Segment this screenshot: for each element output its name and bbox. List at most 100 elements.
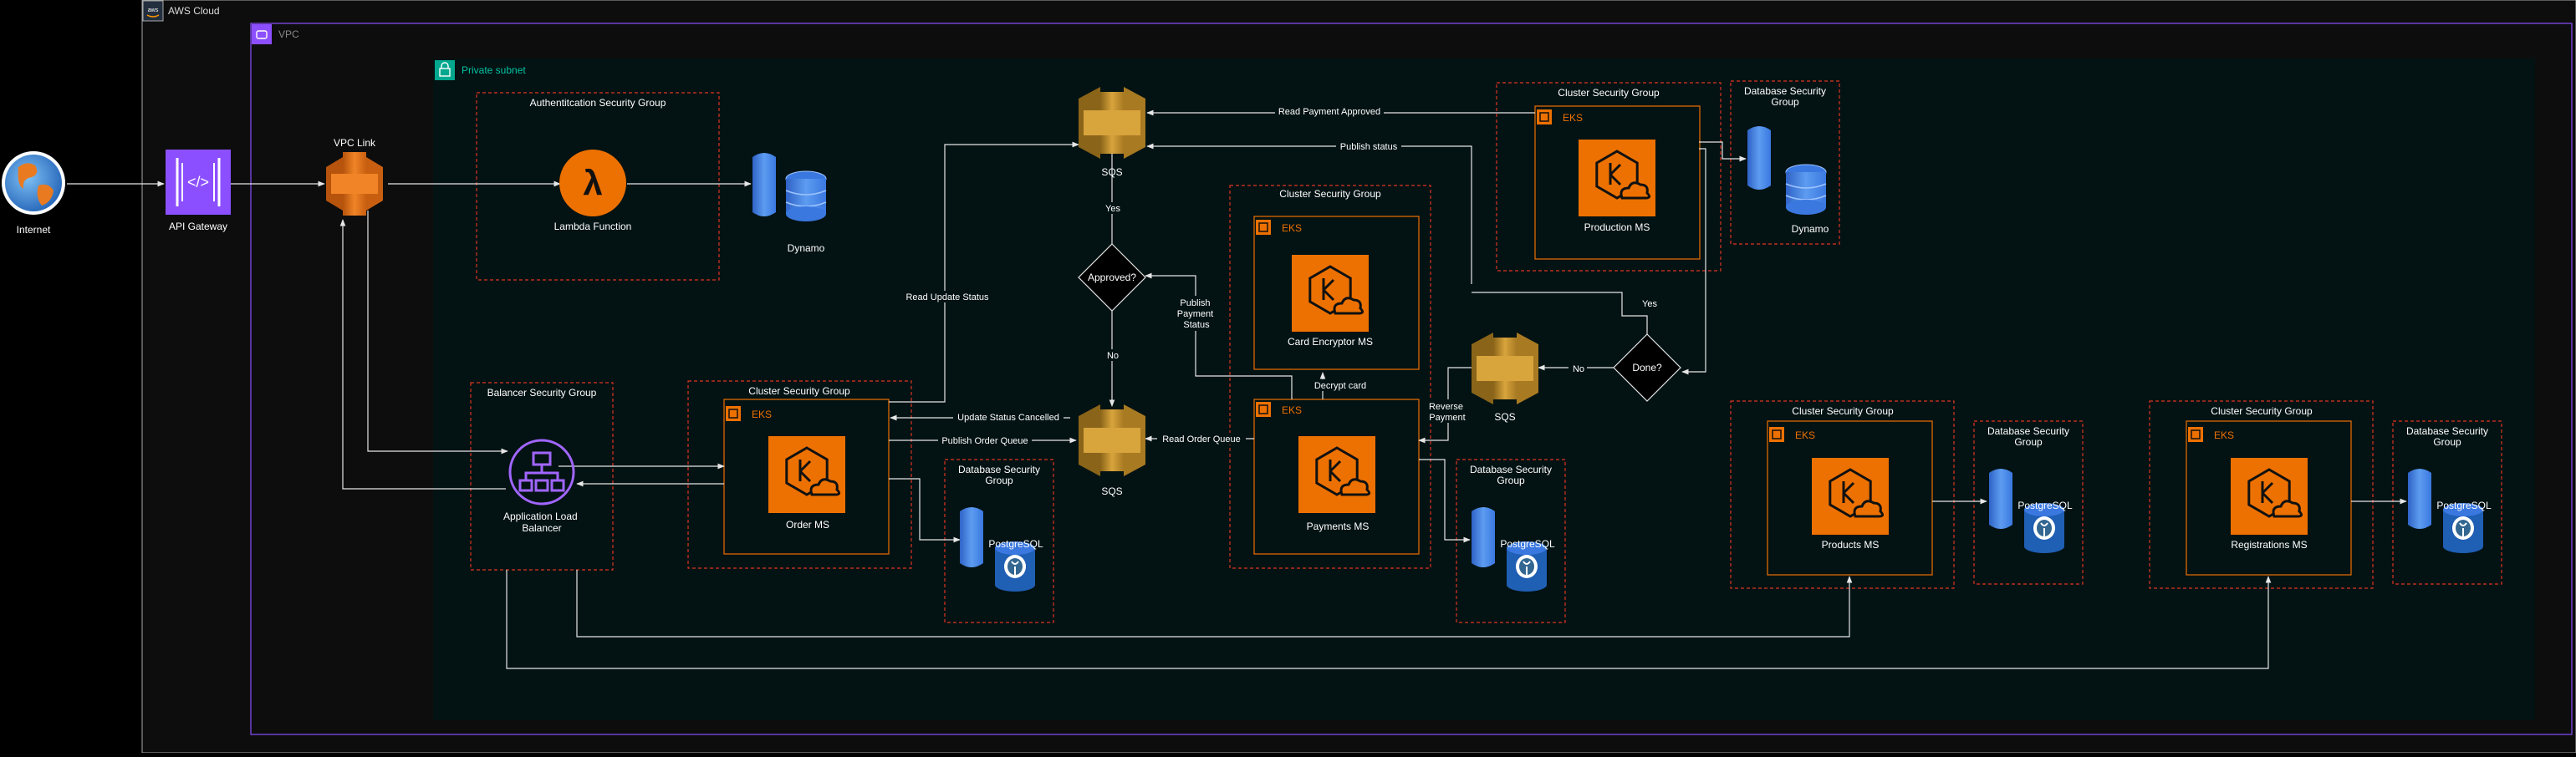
postgresql-icon [1472,507,1547,592]
sqs-right-label: SQS [1494,411,1515,423]
db-sg-products-label-text-line2: Group [2014,436,2043,448]
db-sg-payments-label-text-line2: Group [1497,475,1525,486]
db-sg-dynamo-label-text: Database Security [1744,85,1826,97]
lambda-node: λ Lambda Function [554,150,631,232]
alb-label: Application Load Balancer [503,511,580,534]
eks-badge-production-label: EKS [1563,112,1583,124]
edge-label-publish-payment-status-3: Status [1183,320,1210,330]
eks-service-icon [1292,255,1369,332]
application-load-balancer-node: Application Load Balancer [503,439,580,534]
api-gateway-node: </> API Gateway [166,150,231,232]
postgresql-icon [2408,469,2483,553]
internet-label: Internet [17,224,51,236]
globe-icon [2,151,65,215]
eks-badges: EKS EKS EKS EKS EKS EKS [726,109,2234,442]
products-ms-label: Products MS [1822,539,1880,551]
alb-label-line2: Balancer [522,522,561,534]
eks-cluster-payments [1253,399,1420,555]
eks-service-icon [768,436,845,513]
edge-label-decrypt-card: Decrypt card [1314,381,1366,391]
approved-label: Approved? [1088,272,1136,283]
done-label: Done? [1632,362,1662,373]
eks-badge-payments-label: EKS [1282,404,1302,416]
postgresql-icon [1989,469,2064,553]
dynamo-production-label: Dynamo [1792,223,1829,235]
pg-payments-label: PostgreSQL [1500,538,1555,550]
edge-label-publish-payment-status-2: Payment [1177,309,1213,319]
edge-label-publish-payment-status: Publish Payment Status [1177,298,1216,330]
svg-text:λ: λ [583,163,602,202]
vpc-link-label: VPC Link [334,137,376,149]
vpc-label: VPC [278,28,299,40]
db-sg-registrations-label-text: Database Security [2406,425,2488,437]
load-balancer-icon [508,439,575,506]
api-gateway-icon: </> [166,150,231,215]
approved-decision: Approved? [1078,243,1146,312]
vpc-icon [252,24,272,44]
vpc-link-icon [326,152,383,216]
balancer-sg-label: Balancer Security Group [487,387,597,399]
eks-badge-payments: EKS [1256,402,1302,417]
aws-logo-icon: aws [142,0,164,22]
api-gateway-label: API Gateway [169,221,227,232]
eks-badge-card-encryptor: EKS [1256,220,1302,235]
database-security-group-products [1973,420,2084,585]
sqs-top-node: SQS [1079,87,1145,178]
edge-label-yes-done: Yes [1642,299,1657,309]
pg-registrations-label: PostgreSQL [2436,500,2492,511]
vpc-link-node: VPC Link [326,137,383,216]
edge-label-read-order-queue: Read Order Queue [1162,434,1241,445]
edge-label-publish-order-queue: Publish Order Queue [941,436,1028,446]
auth-sg-label: Authentitcation Security Group [530,97,666,109]
database-security-group-registrations [2392,420,2502,585]
eks-badge-card-encryptor-label: EKS [1282,222,1302,234]
registrations-ms-label: Registrations MS [2231,539,2307,551]
private-subnet-lock-icon [435,60,455,80]
svg-text:</>: </> [187,174,209,191]
eks-badge-products-label: EKS [1795,429,1815,441]
edge-label-publish-status: Publish status [1340,142,1398,152]
sqs-middle-node: SQS [1079,404,1145,497]
lambda-icon: λ [559,150,626,216]
edge-label-read-payment-approved: Read Payment Approved [1278,107,1380,117]
database-security-group-dynamo [1730,80,1840,245]
internet-node: Internet [2,151,65,236]
sqs-right-node: SQS [1472,333,1538,423]
edge-label-publish-payment-status-1: Publish [1180,298,1210,308]
eks-cluster-card-encryptor [1253,216,1420,370]
db-sg-registrations-label-text-line2: Group [2433,436,2461,448]
edge-label-update-status-cancelled: Update Status Cancelled [957,413,1059,423]
edge-label-yes-approved: Yes [1105,204,1120,214]
eks-service-icon [1579,140,1655,216]
eks-cluster-registrations [2186,420,2352,576]
auth-security-group [476,92,720,281]
cluster-security-group-registrations [2149,400,2374,589]
order-ms-label: Order MS [786,519,829,531]
cluster-sg-production-label: Cluster Security Group [1558,87,1660,99]
postgresql-icon [960,507,1035,592]
edge-label-reverse-payment-2: Payment [1429,413,1465,423]
eks-badge-registrations-label: EKS [2214,429,2234,441]
production-ms-label: Production MS [1584,221,1650,233]
sqs-icon [1079,404,1145,476]
pg-products-label: PostgreSQL [2017,500,2073,511]
cluster-sg-order-label: Cluster Security Group [748,385,850,397]
edge-label-no-done: No [1573,364,1584,374]
cluster-security-group-production [1496,82,1722,272]
dynamo-auth-label: Dynamo [788,242,825,254]
eks-badge-production: EKS [1537,109,1583,124]
dynamo-production-node: Dynamo [1747,126,1829,235]
cluster-security-group-payments [1229,185,1431,569]
eks-service-icon [2231,458,2308,535]
edge-label-no-approved: No [1107,351,1119,361]
database-security-group-payments [1456,459,1566,623]
edge-label-read-update-status: Read Update Status [905,292,989,302]
database-security-group-order [944,459,1054,623]
db-sg-payments-label-text: Database Security [1470,464,1552,475]
cluster-sg-payments-label: Cluster Security Group [1279,188,1381,200]
